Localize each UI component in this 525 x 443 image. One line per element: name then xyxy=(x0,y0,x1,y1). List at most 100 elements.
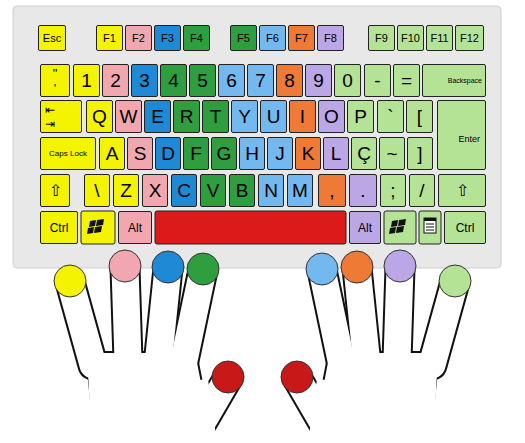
key-label: F8 xyxy=(324,33,337,44)
key: X xyxy=(142,174,168,207)
windows-key xyxy=(81,211,115,244)
key: ` xyxy=(377,100,404,133)
key-label: F2 xyxy=(132,33,145,44)
key: ⇤⇥ xyxy=(40,100,82,133)
key: ⇧ xyxy=(438,174,486,207)
key: ~ xyxy=(379,137,405,170)
key-label: 6 xyxy=(226,71,237,90)
key: Ç xyxy=(351,137,377,170)
key-label: B xyxy=(236,181,249,200)
key-label: 5 xyxy=(197,71,208,90)
key-label: I xyxy=(300,107,305,126)
menu-icon xyxy=(424,218,436,233)
key-label: . xyxy=(360,181,365,200)
key: F5 xyxy=(230,25,257,51)
key: S xyxy=(127,137,153,170)
key-label: F9 xyxy=(375,33,388,44)
key-label: = xyxy=(401,71,412,90)
space-bar xyxy=(155,211,346,244)
key-label: Alt xyxy=(128,222,142,234)
key: , xyxy=(318,174,346,207)
key-label: ⇤ xyxy=(45,104,55,116)
key-label: Q xyxy=(92,107,107,126)
key: V xyxy=(200,174,226,207)
key: 6 xyxy=(218,64,245,97)
key: \ xyxy=(84,174,110,207)
key-label: S xyxy=(134,144,147,163)
key: F3 xyxy=(154,25,181,51)
key-label: T xyxy=(210,107,222,126)
key: N xyxy=(258,174,284,207)
key: Y xyxy=(231,100,258,133)
key-label: C xyxy=(177,181,191,200)
key: B xyxy=(229,174,255,207)
key: C xyxy=(171,174,197,207)
key-label: ⇧ xyxy=(456,183,469,199)
key-label: O xyxy=(324,107,339,126)
key: Alt xyxy=(349,211,381,244)
key-label: Z xyxy=(120,181,132,200)
key: G xyxy=(211,137,237,170)
key: Backspace xyxy=(422,64,486,97)
key: J xyxy=(267,137,293,170)
key: 0 xyxy=(334,64,361,97)
key: P xyxy=(347,100,374,133)
key-label: 4 xyxy=(168,71,179,90)
key-label: - xyxy=(374,71,380,90)
key: Ctrl xyxy=(40,211,78,244)
key: ⇧ xyxy=(40,174,70,207)
key-label: W xyxy=(120,107,138,126)
key: I xyxy=(289,100,316,133)
key: T xyxy=(202,100,229,133)
key: "' xyxy=(40,64,70,97)
key: F8 xyxy=(317,25,344,51)
key: K xyxy=(295,137,321,170)
key-label: X xyxy=(149,181,162,200)
right-hand xyxy=(297,268,455,443)
key: F10 xyxy=(397,25,424,51)
windows-logo xyxy=(389,219,406,234)
key: 2 xyxy=(102,64,129,97)
key: Alt xyxy=(118,211,152,244)
key: F2 xyxy=(125,25,152,51)
key: . xyxy=(349,174,377,207)
key: R xyxy=(173,100,200,133)
key-label: F7 xyxy=(295,33,308,44)
key-label: F5 xyxy=(237,33,250,44)
key: W xyxy=(115,100,142,133)
key-label: P xyxy=(354,107,367,126)
windows-logo xyxy=(87,219,104,234)
key: H xyxy=(239,137,265,170)
key-label: ` xyxy=(387,107,393,126)
key-label: F3 xyxy=(161,33,174,44)
key: = xyxy=(393,64,420,97)
key-label: E xyxy=(151,107,164,126)
key-label: Enter xyxy=(458,135,480,144)
key: F12 xyxy=(455,25,484,51)
keyboard-body xyxy=(13,6,501,268)
key-label: Ç xyxy=(357,144,371,163)
key: 1 xyxy=(73,64,100,97)
key-label: K xyxy=(302,144,315,163)
key: D xyxy=(155,137,181,170)
key: U xyxy=(260,100,287,133)
key: 3 xyxy=(131,64,158,97)
key-label: ⇧ xyxy=(49,183,62,199)
key: 8 xyxy=(276,64,303,97)
key-label: 7 xyxy=(255,71,266,90)
key-label: F4 xyxy=(190,33,203,44)
key-label: 1 xyxy=(81,71,92,90)
windows-key xyxy=(384,211,416,244)
key-label: Y xyxy=(238,107,251,126)
key-label: F6 xyxy=(266,33,279,44)
key-label: 2 xyxy=(110,71,121,90)
key: 4 xyxy=(160,64,187,97)
key: ] xyxy=(407,137,433,170)
key: Z xyxy=(113,174,139,207)
key-label: Backspace xyxy=(448,77,482,84)
key-label: ' xyxy=(54,82,56,95)
key-label: 8 xyxy=(284,71,295,90)
key: Q xyxy=(86,100,113,133)
key: Esc xyxy=(38,25,66,51)
key: F4 xyxy=(183,25,210,51)
